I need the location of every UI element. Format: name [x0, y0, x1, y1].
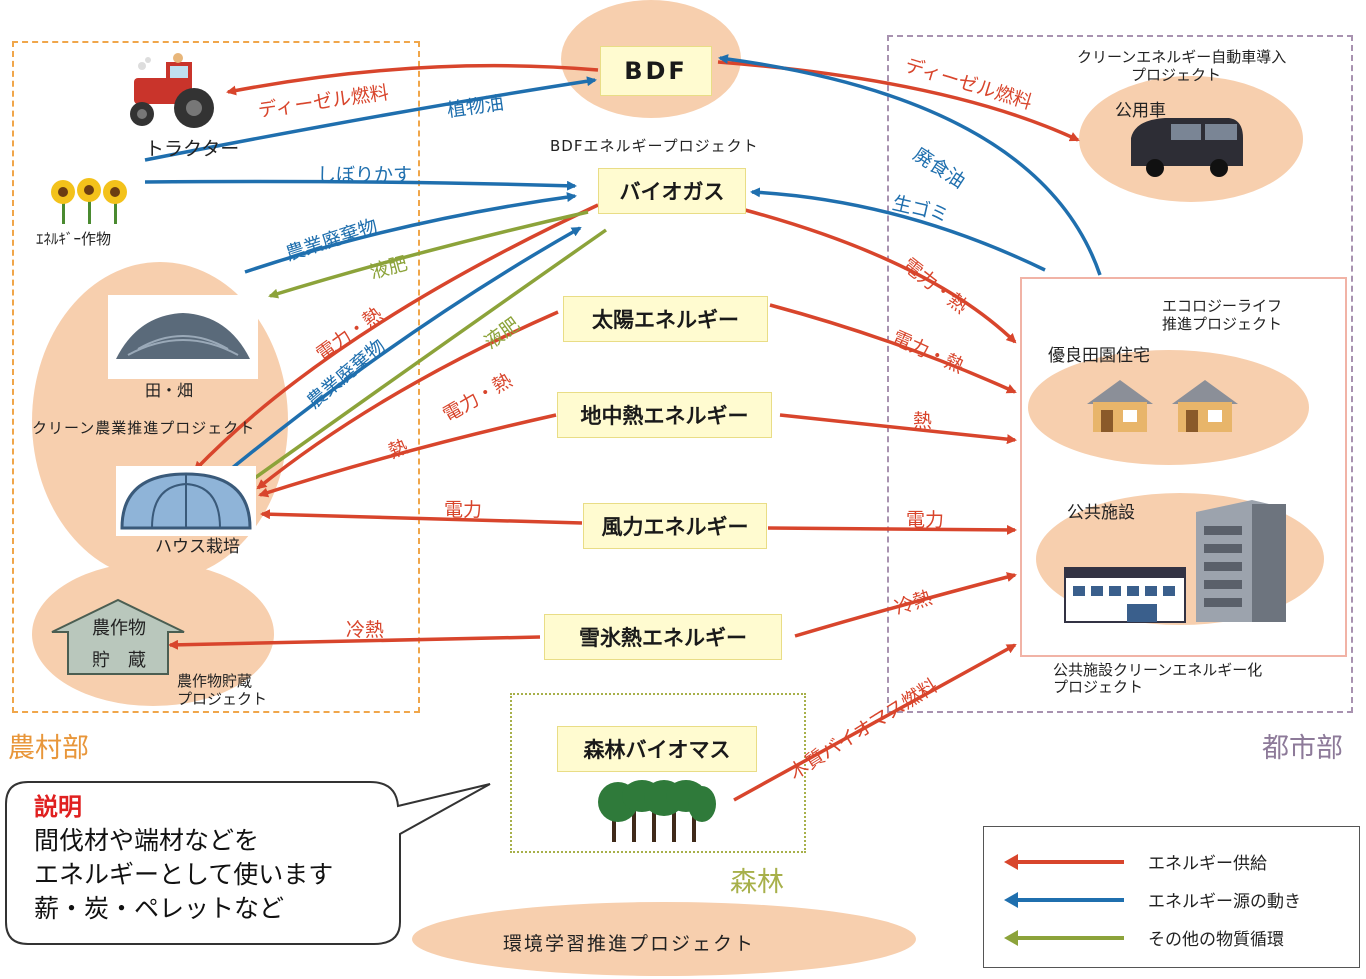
callout-text: 説明 間伐材や端材などを エネルギーとして使います 薪・炭・ペレットなど: [34, 790, 333, 926]
arrow-wood-biomass: [733, 643, 1017, 802]
clean-vehicle-project-label-2: プロジェクト: [1131, 66, 1222, 84]
public-project-label-1: 公共施設クリーンエネルギー化: [1053, 661, 1263, 679]
legend-energy-source-swatch: [1004, 891, 1124, 908]
arrow-waste-oil: [718, 54, 1102, 276]
field-icon: [108, 295, 258, 379]
arrow-geothermal-heat-left: [258, 413, 557, 498]
urban-region-label: 都市部: [1262, 733, 1343, 764]
car-icon: [1131, 118, 1243, 177]
public-car-label: 公用車: [1115, 101, 1166, 121]
callout-line-1: 間伐材や端材などを: [34, 826, 260, 855]
rice-field-label: 田・畑: [145, 381, 194, 400]
env-learning-ellipse: [412, 902, 916, 976]
arrow-agri-waste-lower: [218, 226, 582, 480]
legend-row-material-cycle: その他の物質循環: [1004, 925, 1284, 950]
sunflower-icon: [51, 178, 127, 224]
legend-energy-supply-swatch: [1004, 853, 1124, 870]
arrow-biogas-to-greenhouse: [193, 203, 599, 472]
node-forest-biomass: 森林バイオマス: [557, 726, 757, 772]
arrow-liquid-fert-upper: [268, 210, 589, 299]
callout-bubble: [5, 781, 491, 945]
label-heat-right: 熱: [913, 410, 933, 432]
callout-line-3: 薪・炭・ペレットなど: [34, 894, 285, 923]
arrow-solar-power-heat: [256, 310, 559, 490]
forest-icon: [598, 780, 716, 842]
legend-energy-source-label: エネルギー源の動き: [1148, 892, 1301, 912]
label-power-left: 電力: [444, 499, 483, 521]
arrow-veg-oil: [144, 76, 597, 162]
public-facility-label: 公共施設: [1067, 503, 1135, 523]
arrow-pomace: [144, 179, 577, 191]
arrow-liquid-fert-lower: [243, 228, 608, 487]
callout-line-2: エネルギーとして使います: [34, 860, 334, 889]
node-solar: 太陽エネルギー: [563, 296, 768, 342]
callout-title: 説明: [34, 793, 82, 821]
legend-energy-supply-label: エネルギー供給: [1148, 854, 1267, 874]
arrow-snow-cold-left: [168, 635, 541, 650]
legend: エネルギー供給 エネルギー源の動き その他の物質循環: [983, 826, 1360, 968]
env-learning-project-label: 環境学習推進プロジェクト: [503, 933, 756, 955]
tower-building-icon: [1196, 500, 1286, 622]
storage-icon-label-2: 貯 蔵: [92, 650, 146, 671]
node-bdf: BDF: [600, 46, 712, 96]
bdf-project-label: BDFエネルギープロジェクト: [550, 137, 759, 155]
legend-material-cycle-swatch: [1004, 929, 1124, 946]
storage-project-label-2: プロジェクト: [177, 690, 268, 708]
building-icon: [1064, 567, 1186, 623]
forest-region-border: [510, 693, 806, 853]
energy-crop-label: ｴﾈﾙｷﾞｰ作物: [36, 230, 112, 248]
label-cold-heat-left: 冷熱: [346, 619, 385, 641]
arrow-wind-power-left: [260, 509, 583, 525]
urban-inner-frame: [1020, 277, 1347, 657]
legend-material-cycle-label: その他の物質循環: [1148, 930, 1284, 950]
public-project-label-2: プロジェクト: [1053, 678, 1144, 696]
house-icon: [1087, 380, 1153, 432]
arrow-biogas-power-heat-right: [744, 208, 1017, 344]
legend-row-energy-supply: エネルギー供給: [1004, 849, 1267, 874]
arrow-solar-power-heat-right: [769, 303, 1017, 394]
node-biogas: バイオガス: [598, 168, 746, 214]
legend-row-energy-source: エネルギー源の動き: [1004, 887, 1301, 912]
arrow-food-waste: [750, 187, 1046, 272]
urban-region-border: [887, 35, 1353, 713]
node-geothermal: 地中熱エネルギー: [557, 392, 772, 438]
rural-region-label: 農村部: [8, 733, 89, 764]
node-wind: 風力エネルギー: [583, 503, 767, 549]
tractor-label: トラクター: [145, 138, 240, 160]
housing-label: 優良田園住宅: [1048, 346, 1150, 366]
greenhouse-label: ハウス栽培: [155, 537, 240, 557]
storage-project-label-1: 農作物貯蔵: [177, 672, 253, 690]
label-power-right: 電力: [906, 509, 945, 531]
forest-region-label: 森林: [730, 867, 784, 898]
eco-life-project-label-1: エコロジーライフ: [1162, 297, 1283, 315]
housing-ellipse: [1028, 350, 1309, 465]
house-icon: [1172, 380, 1238, 432]
node-snow: 雪氷熱エネルギー: [544, 614, 782, 660]
storage-icon-label-1: 農作物: [92, 618, 146, 639]
arrow-wind-power-right: [767, 524, 1017, 535]
eco-life-project-label-2: 推進プロジェクト: [1162, 315, 1283, 333]
arrow-agri-waste-upper: [244, 192, 577, 274]
clean-vehicle-project-label-1: クリーンエネルギー自動車導入: [1077, 48, 1287, 66]
rural-region-border: [12, 41, 420, 713]
clean-agri-project-label: クリーン農業推進プロジェクト: [32, 419, 256, 437]
arrow-diesel-to-tractor: [226, 63, 599, 96]
arrow-snow-cold-right: [794, 572, 1017, 638]
label-pomace: しぼりかす: [317, 164, 413, 186]
tractor-icon: [130, 53, 214, 128]
storage-house-icon: [51, 598, 185, 675]
greenhouse-icon: [116, 466, 256, 536]
arrow-geothermal-heat-right: [779, 413, 1017, 445]
